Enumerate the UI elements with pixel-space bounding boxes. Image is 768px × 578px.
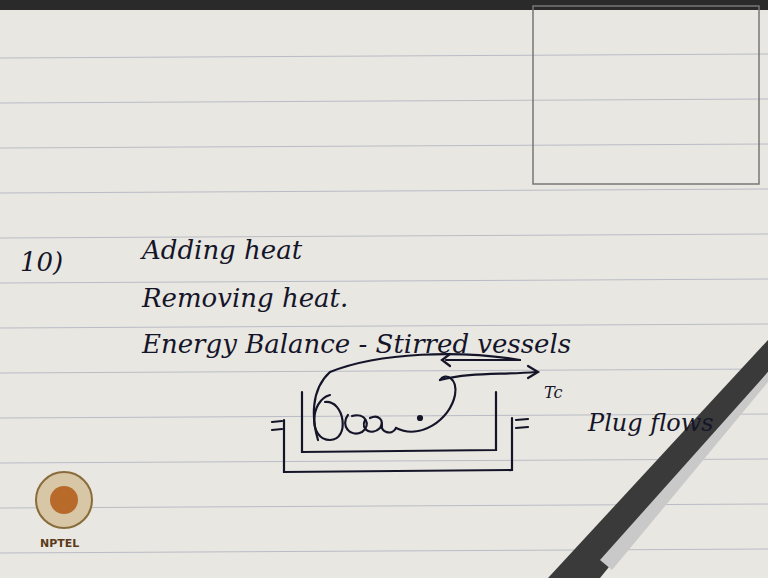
stirred-vessel-sketch (272, 354, 538, 472)
top-edge (0, 0, 768, 10)
note-text: Removing heat. (142, 284, 348, 313)
note-text: Plug flows (588, 410, 714, 436)
note-text: Adding heat (142, 236, 302, 265)
logo-center (50, 486, 78, 514)
pen-highlight (600, 372, 768, 570)
logo-text: NPTEL (40, 538, 79, 550)
corner-box (533, 6, 759, 184)
item-number: 10) (20, 248, 63, 277)
pen (548, 340, 768, 578)
temperature-label: Tc (544, 384, 562, 402)
heading-text: Energy Balance - Stirred vessels (142, 330, 571, 359)
logo-disc (36, 472, 92, 528)
